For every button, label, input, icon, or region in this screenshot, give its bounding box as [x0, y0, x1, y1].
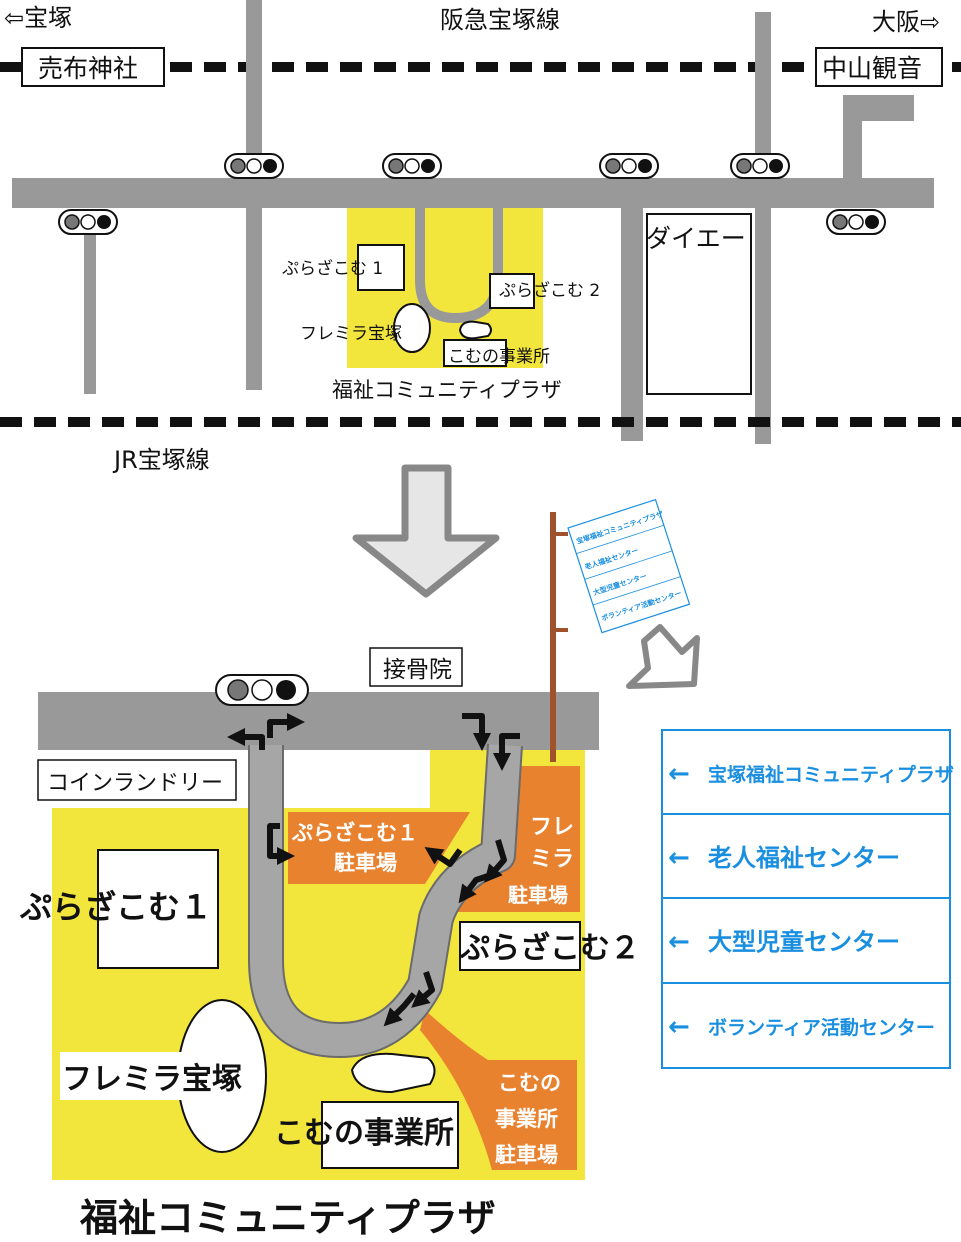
main-road: [38, 692, 599, 750]
left-arrow-icon: ←: [668, 759, 690, 789]
comu-office-shape: [350, 1052, 436, 1094]
traffic-flow-arrows: [227, 713, 520, 1027]
traffic-light-icon: [730, 153, 790, 179]
svg-text:売布神社: 売布神社: [38, 54, 138, 83]
comu-parking-label-3: 駐車場: [495, 1143, 558, 1167]
plazacom2-label: ぷらざこむ２: [459, 931, 640, 966]
turn-arrow-icon: [267, 823, 295, 865]
left-arrow-icon: ←: [668, 927, 690, 957]
fremira-parking-label-2: ミラ: [530, 847, 574, 872]
plazacom2-label: ぷらざこむ 2: [499, 280, 600, 301]
svg-text:宝塚福祉コミュニティプラザ: 宝塚福祉コミュニティプラザ: [708, 763, 954, 786]
sekkotsuin-label-box: 接骨院: [369, 647, 463, 687]
comu-parking-label: こむの: [498, 1071, 561, 1095]
svg-text:接骨院: 接骨院: [383, 657, 452, 683]
sign-pointer-arrow-icon: [626, 624, 700, 689]
left-arrow-icon: ←: [668, 843, 690, 873]
plazacom1-building: [357, 244, 405, 291]
turn-arrow-icon: [458, 873, 489, 904]
plazacom1-label: ぷらざこむ 1: [282, 258, 383, 279]
svg-text:老人福祉センター: 老人福祉センター: [708, 844, 900, 872]
coin-laundry-label-box: コインランドリー: [37, 759, 237, 801]
comu-parking: [420, 1010, 577, 1170]
direction-sign: ← 宝塚福祉コミュニティプラザ ← 老人福祉センター ← 大型児童センター ← …: [661, 729, 954, 1069]
plazacom1-label: ぷらざこむ１: [19, 888, 212, 926]
overview-map: ⇦宝塚 阪急宝塚線 大阪⇨ 売布神社 中山観音 ダイエー ぷらざこむ: [0, 0, 961, 474]
traffic-light-icon: [382, 153, 442, 179]
hankyu-line-label: 阪急宝塚線: [440, 6, 560, 34]
comu-office-label: こむの事業所: [448, 347, 550, 367]
svg-text:ボランティア活動センター: ボランティア活動センター: [708, 1016, 935, 1039]
traffic-light-icon: [224, 153, 284, 179]
detail-site-label: 福祉コミュニティプラザ: [79, 1196, 496, 1238]
plazacom1-building: [97, 849, 219, 969]
turn-arrow-icon: [411, 971, 435, 1008]
svg-text:コインランドリー: コインランドリー: [47, 771, 223, 796]
fremira-parking-label: フレ: [530, 815, 574, 840]
direction-takarazuka: ⇦宝塚: [4, 4, 72, 32]
turn-arrow-icon: [484, 839, 507, 883]
plazacom2-building: [459, 921, 581, 971]
site-driveway-u-fill: [250, 743, 521, 1056]
fremira-label-bg: [60, 1052, 260, 1100]
direction-osaka: 大阪⇨: [872, 8, 940, 36]
sign-row-volunteer: ← ボランティア活動センター: [668, 1012, 935, 1042]
traffic-light-icon: [599, 153, 659, 179]
plazacom1-parking-label-2: 駐車場: [334, 851, 397, 875]
traffic-light-icon: [58, 209, 118, 235]
signpost-board: 宝塚福祉コミュニティプラザ 老人福祉センター 大型児童センター ボランティア活動…: [567, 498, 691, 634]
daiei-building: [646, 213, 752, 395]
daiei-label: ダイエー: [646, 224, 746, 253]
station-nakayama: 中山観音: [815, 47, 943, 87]
svg-text:中山観音: 中山観音: [822, 54, 922, 83]
svg-text:大型児童センター: 大型児童センター: [708, 928, 900, 956]
sign-row-plaza: ← 宝塚福祉コミュニティプラザ: [668, 759, 954, 789]
turn-arrow-icon: [267, 713, 305, 738]
comu-office-label: こむの事業所: [274, 1116, 454, 1151]
turn-arrow-icon: [462, 713, 491, 751]
fremira-label: フレミラ宝塚: [300, 324, 402, 344]
detail-map: 接骨院 コインランドリー ぷらざこむ１ 駐車場 フレ ミラ 駐車場 こむの 事業…: [19, 647, 640, 1240]
plazacom1-parking: [288, 812, 470, 884]
comu-office-building: [321, 1101, 459, 1169]
fremira-label: フレミラ宝塚: [62, 1062, 242, 1097]
roads: [12, 0, 934, 444]
turn-arrow-icon: [227, 728, 265, 750]
turn-arrow-icon: [424, 847, 463, 867]
jr-line-label: JR宝塚線: [112, 446, 210, 474]
traffic-light-icon: [826, 209, 886, 235]
plazacom2-building: [489, 273, 535, 309]
comu-office-shape: [458, 320, 492, 340]
comu-office-building: [443, 339, 507, 367]
signpost-pole: [550, 512, 556, 762]
traffic-light-icon: [215, 674, 309, 706]
left-arrow-icon: ←: [668, 1012, 690, 1042]
fremira-building: [393, 303, 431, 353]
comu-parking-label-2: 事業所: [495, 1107, 558, 1131]
turn-arrow-icon: [493, 733, 520, 771]
fremira-parking-label-3: 駐車場: [508, 883, 568, 907]
site-label: 福祉コミュニティプラザ: [332, 378, 562, 402]
plazacom1-parking-label: ぷらざこむ１: [291, 821, 418, 845]
station-mefu: 売布神社: [21, 47, 165, 87]
zoom-down-arrow-icon: [352, 464, 500, 598]
turn-arrow-icon: [383, 992, 417, 1027]
sign-row-elderly: ← 老人福祉センター: [668, 843, 900, 873]
sign-row-children: ← 大型児童センター: [668, 927, 900, 957]
signpost: 宝塚福祉コミュニティプラザ 老人福祉センター 大型児童センター ボランティア活動…: [550, 498, 691, 762]
